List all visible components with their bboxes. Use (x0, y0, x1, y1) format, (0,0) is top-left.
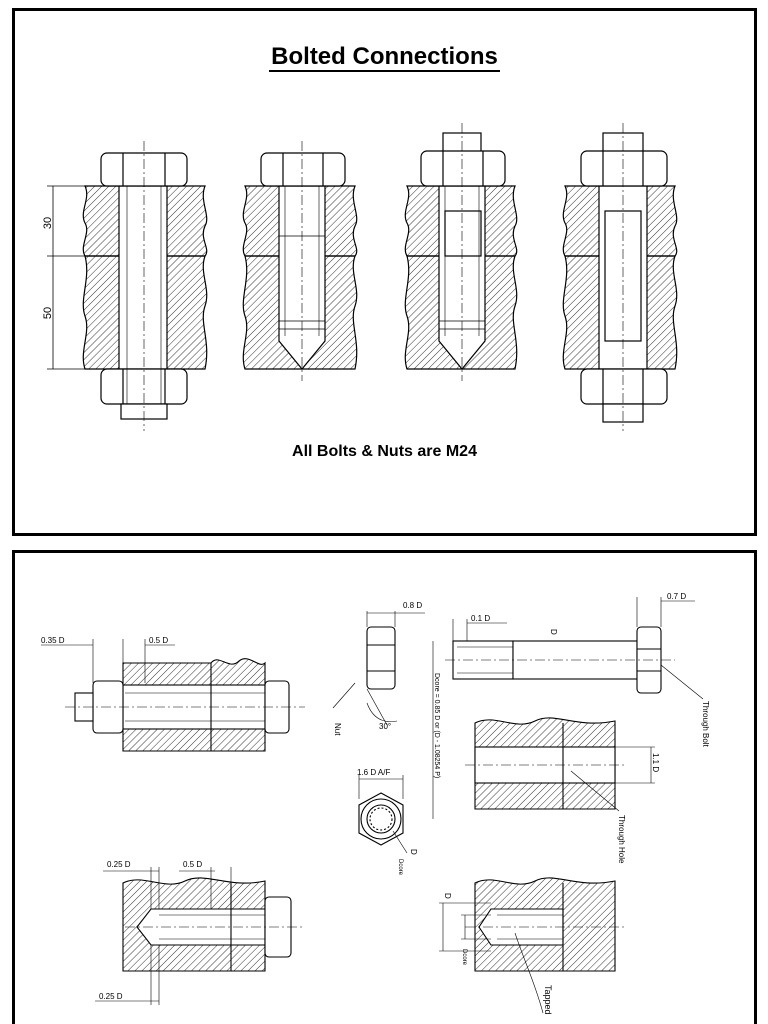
dim-16daf: 1.6 D A/F (357, 768, 390, 777)
dim-025d-a: 0.25 D (107, 860, 131, 869)
nut-end-view (358, 775, 408, 854)
label-tapped: Tapped (543, 985, 553, 1015)
assembly-stud-two-nuts (562, 123, 678, 431)
panel-bolted-connections: Bolted Connections 30 50 (12, 8, 757, 536)
label-dcore-nut: Dcore (397, 859, 403, 876)
dim-07d: 0.7 D (667, 592, 686, 601)
label-through-hole: Through Hole (617, 815, 626, 864)
proportions-drawing: 0.35 D 0.5 D 0.8 D Nut 30° (41, 592, 710, 1015)
through-bolt-elevation (432, 597, 704, 819)
dcore-formula: Dcore = 0.85 D or (D - 1.08254 P) (433, 673, 440, 778)
nut-side-view (332, 611, 425, 726)
proportion-tapped-bolt-assembly (95, 867, 305, 1005)
label-d-tapped: D (443, 893, 452, 899)
label-dcore-tapped: Dcore (461, 949, 467, 966)
dim-11d: 1.1 D (651, 753, 660, 772)
dim-05d-a: 0.5 D (149, 636, 168, 645)
assembly-tapped-bolt (242, 141, 358, 381)
bolted-connections-drawing: 30 50 (42, 123, 678, 431)
assembly-stud-tapped (404, 123, 518, 381)
page-title: Bolted Connections (269, 43, 500, 72)
assembly-through-bolt (82, 141, 208, 431)
label-through-bolt: Through Bolt (701, 701, 710, 748)
through-hole-section (465, 717, 655, 812)
label-d-bolt: D (549, 629, 558, 635)
dim-50-label: 50 (42, 307, 54, 319)
dim-01d: 0.1 D (471, 614, 490, 623)
dimension-thickness (47, 185, 105, 370)
bolt-size-note: All Bolts & Nuts are M24 (292, 443, 477, 460)
panel-proportions: 0.35 D 0.5 D 0.8 D Nut 30° (12, 550, 757, 1024)
proportion-through-bolt-assembly (41, 639, 305, 752)
dim-08d: 0.8 D (403, 601, 422, 610)
angle-30: 30° (379, 722, 391, 731)
label-d-nut: D (409, 849, 418, 855)
dim-05d-b: 0.5 D (183, 860, 202, 869)
dim-025d-b: 0.25 D (99, 992, 123, 1001)
dim-30-label: 30 (42, 217, 54, 229)
dim-035d: 0.35 D (41, 636, 65, 645)
tapped-hole-section (439, 877, 627, 1014)
label-nut: Nut (333, 723, 342, 736)
